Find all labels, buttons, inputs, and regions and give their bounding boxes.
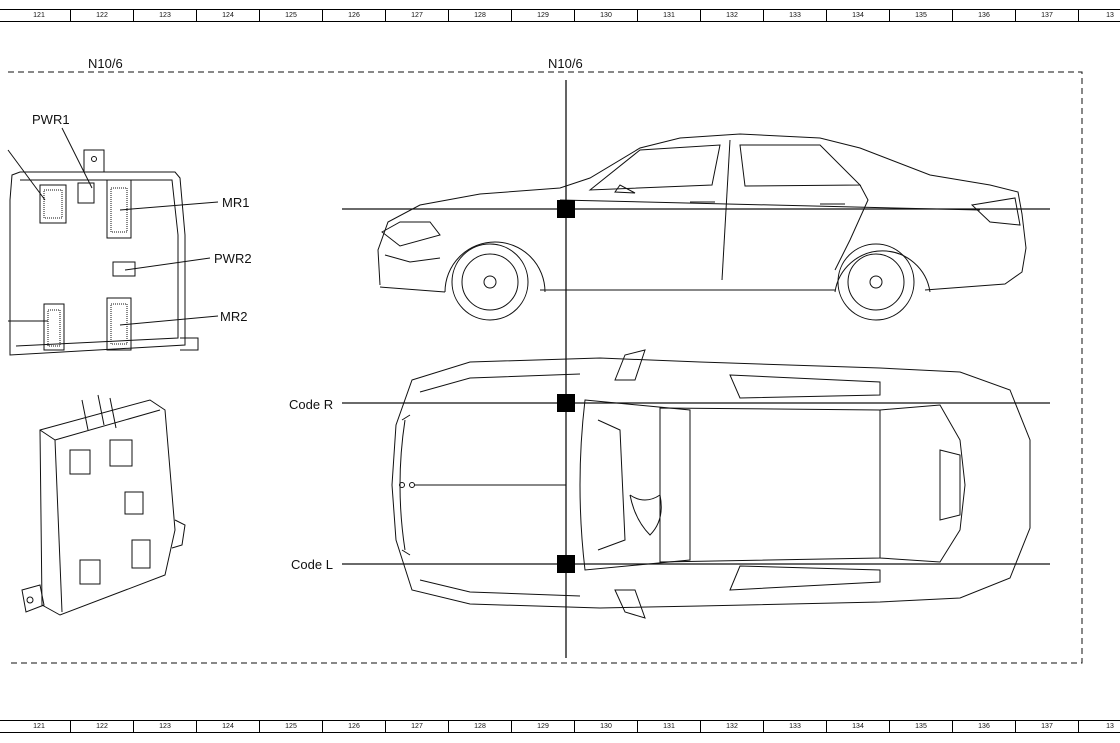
ruler-bottom-cell: 133 — [764, 721, 827, 732]
ruler-top-cell: 135 — [890, 10, 953, 21]
label-pwr2: PWR2 — [214, 251, 252, 266]
dashed-frame — [8, 71, 1083, 664]
car-side-view — [377, 133, 1027, 321]
label-mr2: MR2 — [220, 309, 248, 324]
control-module-front — [7, 127, 219, 356]
ruler-bottom-cell: 135 — [890, 721, 953, 732]
ruler-bottom-cell: 132 — [701, 721, 764, 732]
location-marker-side — [557, 200, 575, 218]
ruler-bottom-cell: 137 — [1016, 721, 1079, 732]
label-code-l: Code L — [291, 557, 333, 572]
ruler-bottom-cell: 128 — [449, 721, 512, 732]
ruler-top-cell: 132 — [701, 10, 764, 21]
location-marker-code-r — [557, 394, 575, 412]
control-module-perspective — [21, 394, 186, 616]
label-code-r: Code R — [289, 397, 334, 412]
module-title: N10/6 — [88, 56, 123, 71]
ruler-bottom-cell: 129 — [512, 721, 575, 732]
ruler-top-cell: 123 — [134, 10, 197, 21]
ruler-bottom-cell: 121 — [8, 721, 71, 732]
ruler-bottom-cell: 130 — [575, 721, 638, 732]
label-mr1: MR1 — [222, 195, 250, 210]
ruler-top-cell: 129 — [512, 10, 575, 21]
ruler-bottom-cell: 13 — [1079, 721, 1120, 732]
ruler-top-cell: 127 — [386, 10, 449, 21]
label-pwr1: PWR1 — [32, 112, 70, 127]
ruler-top-cell: 125 — [260, 10, 323, 21]
ruler-top-cell: 128 — [449, 10, 512, 21]
ruler-top-cell: 134 — [827, 10, 890, 21]
location-marker-code-l — [557, 555, 575, 573]
ruler-bottom-cell: 131 — [638, 721, 701, 732]
ruler-bottom-cell: 124 — [197, 721, 260, 732]
ruler-top-cell: 137 — [1016, 10, 1079, 21]
ruler-bottom-cell: 125 — [260, 721, 323, 732]
ruler-top-cell: 124 — [197, 10, 260, 21]
ruler-top-cell: 13 — [1079, 10, 1120, 21]
ruler-bottom-cell: 134 — [827, 721, 890, 732]
ruler-bottom-cell: 136 — [953, 721, 1016, 732]
ruler-top-cell: 130 — [575, 10, 638, 21]
ruler-top-cell: 131 — [638, 10, 701, 21]
ruler-top-cell: 133 — [764, 10, 827, 21]
ruler-bottom-cell: 123 — [134, 721, 197, 732]
vehicle-title: N10/6 — [548, 56, 583, 71]
ruler-bottom-cell: 127 — [386, 721, 449, 732]
ruler-bottom-cell: 126 — [323, 721, 386, 732]
ruler-bottom-cell: 122 — [71, 721, 134, 732]
car-top-view — [391, 349, 1031, 619]
ruler-top-cell: 122 — [71, 10, 134, 21]
ruler-top-cell: 126 — [323, 10, 386, 21]
ruler-top-cell: 136 — [953, 10, 1016, 21]
ruler-top-cell: 121 — [8, 10, 71, 21]
